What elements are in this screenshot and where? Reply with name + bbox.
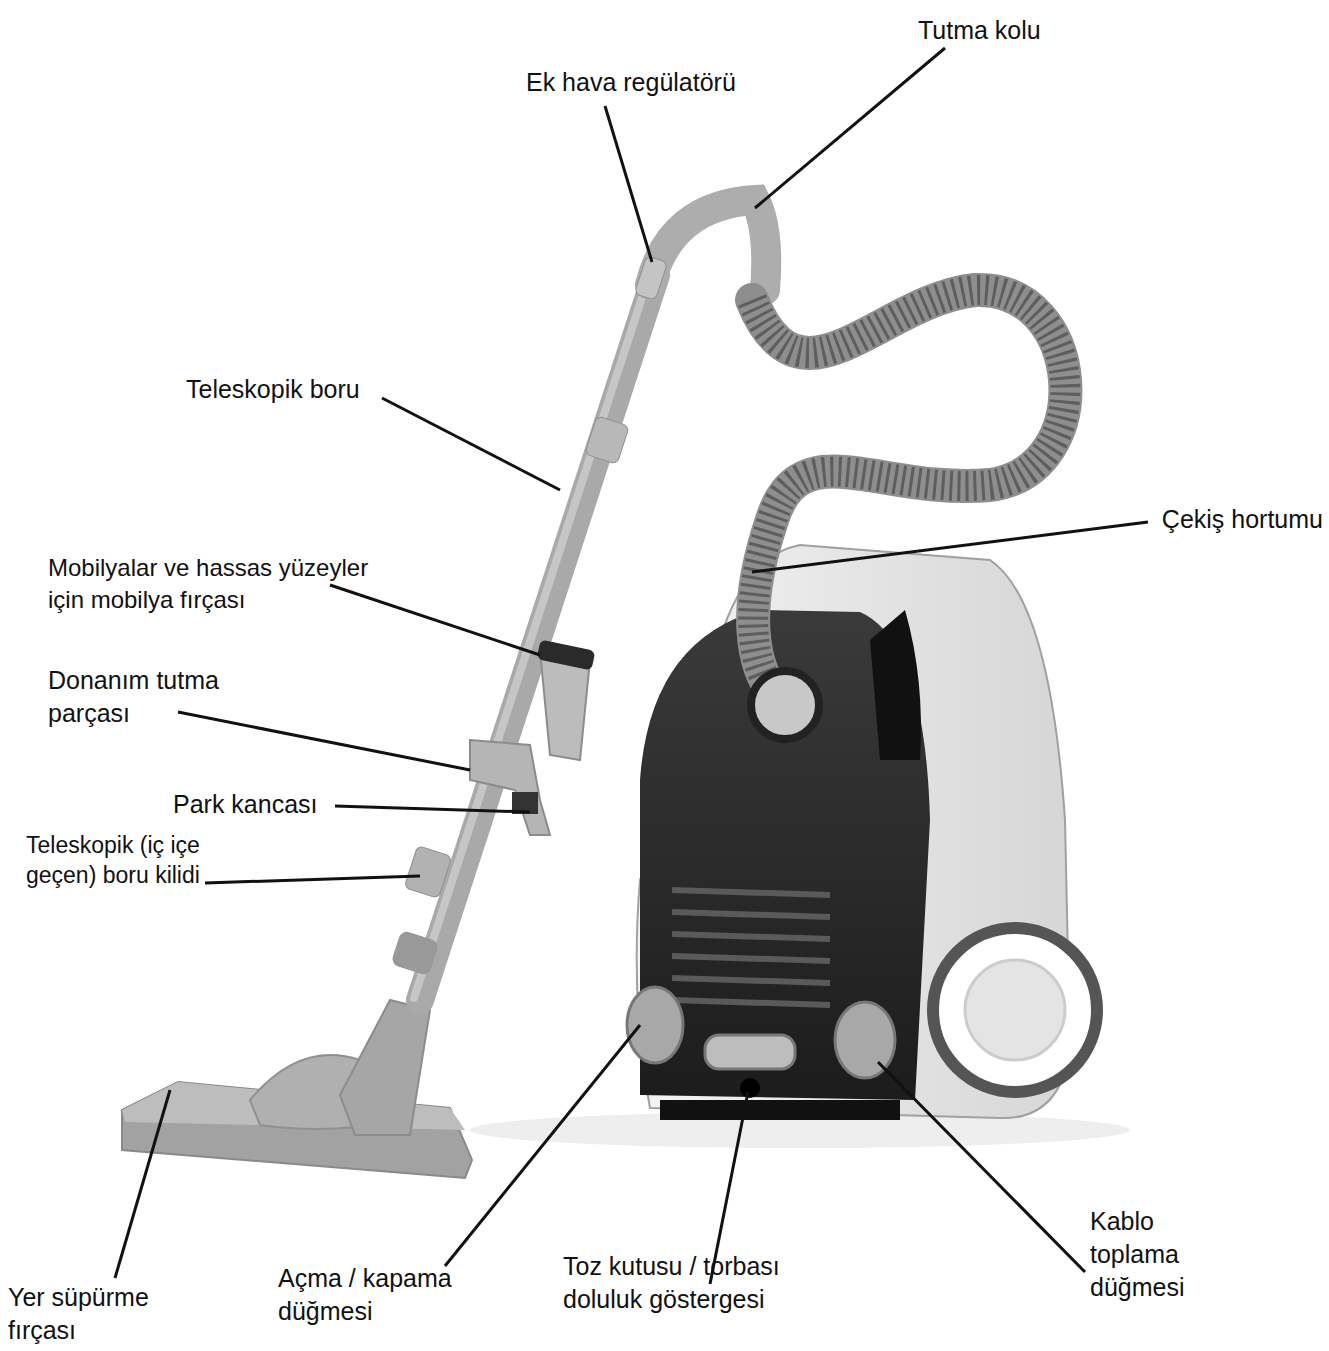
part-label: Teleskopik (iç içe geçen) boru kilidi: [26, 830, 211, 891]
part-label: Yer süpürme fırçası: [8, 1281, 208, 1347]
part-label: Ek hava regülatörü: [526, 66, 736, 99]
part-label: Açma / kapama düğmesi: [278, 1262, 488, 1328]
part-label: Mobilyalar ve hassas yüzeyler için mobil…: [48, 552, 393, 615]
part-label: Toz kutusu / torbası doluluk göstergesi: [563, 1250, 848, 1316]
part-label: Park kancası: [173, 788, 318, 821]
part-label: Teleskopik boru: [186, 373, 360, 406]
part-label: Tutma kolu: [918, 14, 1041, 47]
part-label: Donanım tutma parçası: [48, 664, 248, 730]
part-label: Çekiş hortumu: [1162, 503, 1323, 536]
part-label: Kablo toplama düğmesi: [1090, 1205, 1210, 1304]
